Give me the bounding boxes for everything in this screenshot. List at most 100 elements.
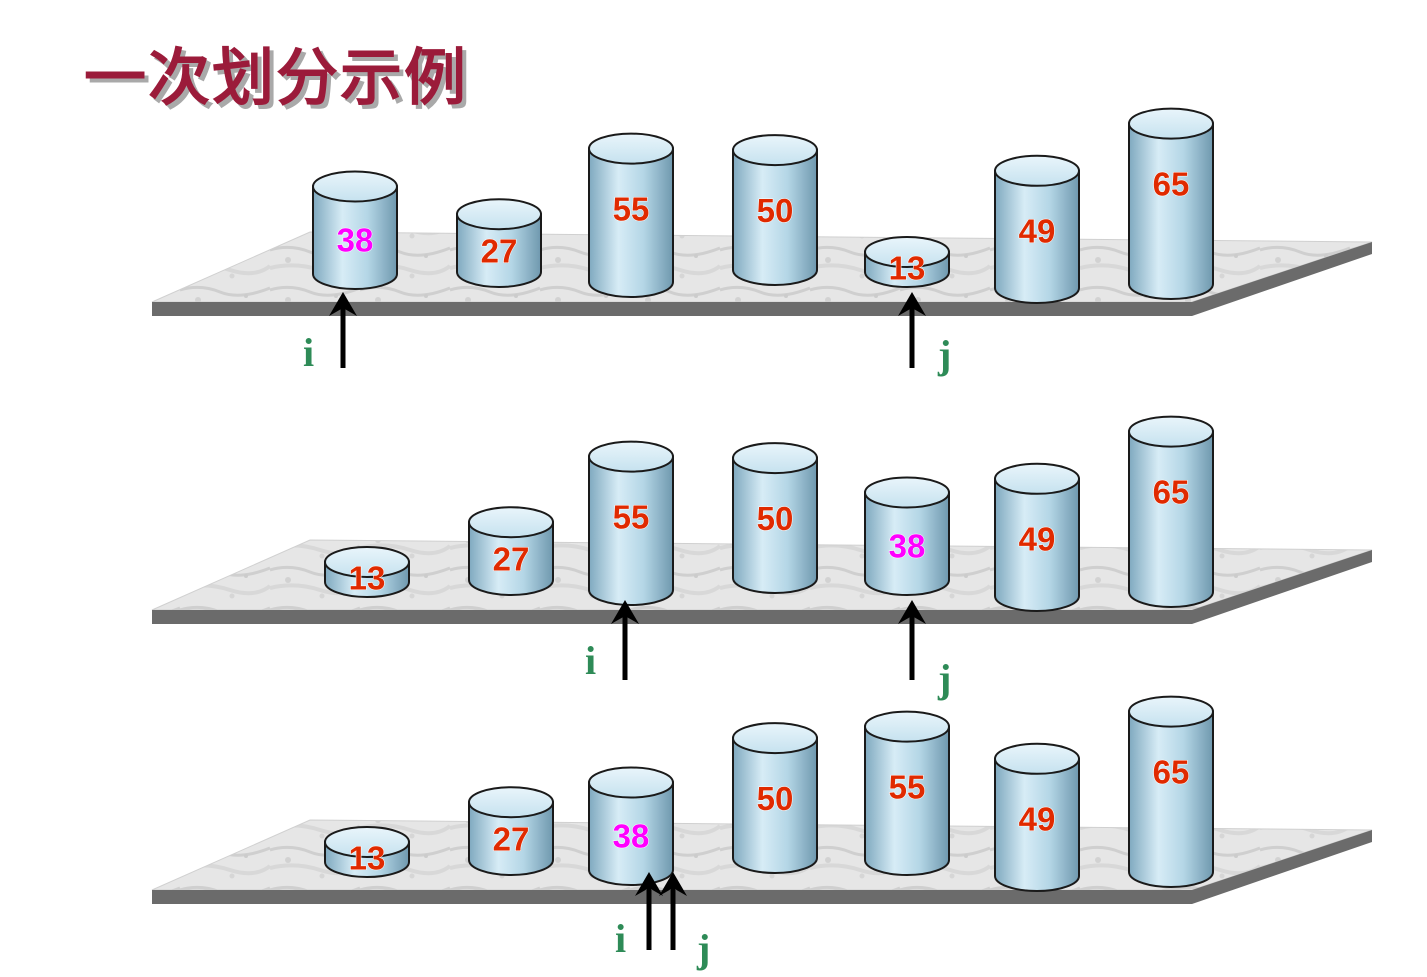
cylinder-body (1128, 122, 1214, 300)
platform-edge (152, 550, 1372, 624)
value-label: 49 (1019, 521, 1056, 558)
value-cylinder: 55 (588, 132, 674, 298)
cylinder-top (994, 742, 1080, 775)
cylinder-top (1128, 415, 1214, 448)
cylinder-body (732, 149, 818, 286)
value-label: 50 (757, 500, 794, 537)
pointer-label-i: i (615, 916, 626, 961)
value-label: 49 (1019, 213, 1056, 250)
pointer-arrow-head (898, 600, 926, 624)
value-label: 27 (481, 233, 518, 270)
pointer-label-i: i (585, 638, 596, 683)
cylinder-body (468, 521, 554, 596)
cylinder-body (864, 491, 950, 596)
pivot-value-label: 38 (337, 221, 374, 258)
value-label: 50 (757, 780, 794, 817)
value-cylinder: 27 (456, 198, 542, 288)
cylinder-top (732, 442, 818, 475)
pointer-i: i (303, 292, 357, 375)
value-label: 65 (1153, 753, 1190, 790)
value-cylinder: 65 (1128, 107, 1214, 300)
value-cylinder: 13 (324, 546, 410, 598)
cylinder-body (588, 781, 674, 886)
cylinder-top (468, 786, 554, 819)
value-cylinder: 38 (588, 766, 674, 886)
cylinder-body (1128, 430, 1214, 608)
cylinder-body (994, 169, 1080, 304)
cylinder-top (1128, 107, 1214, 140)
pointer-arrow-head (611, 600, 639, 624)
pointer-i: i (585, 600, 639, 683)
pivot-value-label: 38 (613, 817, 650, 854)
cylinder-top (588, 132, 674, 165)
cylinder-body (588, 455, 674, 606)
value-label: 49 (1019, 801, 1056, 838)
value-cylinder: 50 (732, 722, 818, 874)
cylinder-body (994, 757, 1080, 892)
cylinder-body (468, 801, 554, 876)
cylinder-top (732, 134, 818, 167)
pointer-j: j (659, 872, 710, 971)
cylinder-top (588, 766, 674, 799)
platform-edge (152, 830, 1372, 904)
cylinder-body (456, 213, 542, 288)
pointer-label-j: j (696, 926, 710, 971)
cylinder-top (994, 462, 1080, 495)
partition-row-2: 13 27 55 50 38 49 65 i j (151, 415, 1373, 701)
partition-row-3: 13 27 38 50 55 49 65 i j (151, 695, 1373, 971)
value-label: 65 (1153, 473, 1190, 510)
pointer-arrow-head (635, 872, 663, 896)
cylinder-top (324, 546, 410, 578)
value-cylinder: 27 (468, 786, 554, 876)
cylinder-top (588, 440, 674, 473)
value-cylinder: 13 (324, 826, 410, 878)
cylinder-top (864, 710, 950, 743)
value-cylinder: 55 (588, 440, 674, 606)
value-cylinder: 65 (1128, 695, 1214, 888)
value-cylinder: 55 (864, 710, 950, 876)
pointer-j: j (898, 292, 951, 377)
pivot-value-label: 38 (889, 527, 926, 564)
cylinder-top (732, 722, 818, 755)
cylinder-body (994, 477, 1080, 612)
pointer-label-j: j (937, 332, 951, 377)
value-label: 55 (889, 768, 926, 805)
value-cylinder: 50 (732, 442, 818, 594)
cylinder-body (312, 185, 398, 290)
pointer-label-i: i (303, 330, 314, 375)
value-label: 65 (1153, 165, 1190, 202)
value-label: 13 (349, 840, 386, 877)
pointer-i: i (615, 872, 663, 961)
cylinder-top (312, 170, 398, 203)
cylinder-top (994, 154, 1080, 187)
pointer-arrow-head (898, 292, 926, 316)
cylinder-body (588, 147, 674, 298)
value-cylinder: 13 (864, 236, 950, 288)
cylinder-top (864, 476, 950, 509)
cylinder-body (864, 725, 950, 876)
value-cylinder: 65 (1128, 415, 1214, 608)
page-title: 一次划分示例 (84, 41, 469, 114)
cylinder-top (864, 236, 950, 268)
value-label: 50 (757, 192, 794, 229)
pointer-arrow-head (659, 872, 687, 896)
cylinder-top (468, 506, 554, 539)
value-cylinder: 49 (994, 462, 1080, 612)
value-cylinder: 50 (732, 134, 818, 286)
pointer-j: j (898, 600, 951, 701)
value-cylinder: 38 (312, 170, 398, 290)
value-label: 13 (889, 250, 926, 287)
value-label: 13 (349, 560, 386, 597)
cylinder-body (732, 737, 818, 874)
cylinder-top (456, 198, 542, 231)
pointer-arrow-head (329, 292, 357, 316)
pointer-label-j: j (937, 656, 951, 701)
value-cylinder: 38 (864, 476, 950, 596)
cylinder-body (1128, 710, 1214, 888)
value-cylinder: 49 (994, 742, 1080, 892)
value-cylinder: 27 (468, 506, 554, 596)
cylinder-body (732, 457, 818, 594)
value-label: 27 (493, 541, 530, 578)
value-label: 55 (613, 190, 650, 227)
